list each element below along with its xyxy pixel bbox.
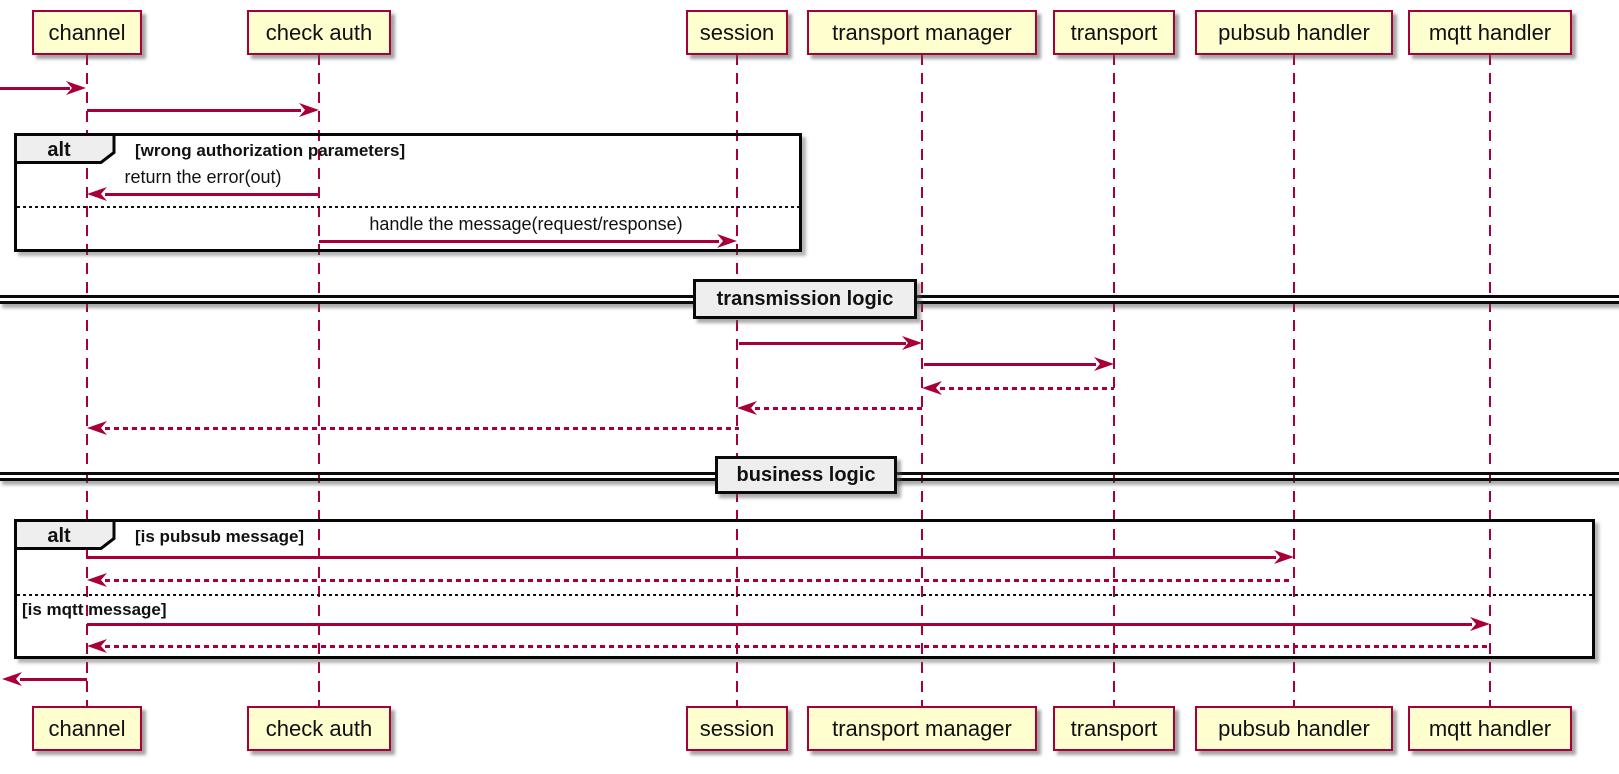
divider-label-transmission-logic: transmission logic	[693, 279, 917, 319]
message-line-external-to-channel	[0, 87, 70, 90]
participant-bottom-transport: transport	[1053, 706, 1175, 751]
participant-bottom-pubsub-handler: pubsub handler	[1195, 706, 1393, 751]
lifeline-transport	[1113, 54, 1115, 706]
lifeline-mqtt-handler	[1489, 54, 1491, 706]
alt-frame-authorization: alt [wrong authorization parameters]	[14, 133, 802, 252]
participant-bottom-mqtt-handler: mqtt handler	[1408, 706, 1572, 751]
alt-operator-label: alt	[47, 139, 71, 161]
participant-top-mqtt-handler: mqtt handler	[1408, 10, 1572, 55]
message-line-channel-to-mqtt-handler	[87, 623, 1472, 626]
alt-else-separator	[17, 594, 1592, 596]
guard-wrong-authorization: [wrong authorization parameters]	[135, 141, 406, 160]
lifeline-pubsub-handler	[1293, 54, 1295, 706]
message-line-transport-manager-to-transport	[924, 363, 1096, 366]
message-line-channel-to-pubsub-handler	[87, 556, 1276, 559]
arrowhead-session-to-channel	[87, 421, 107, 435]
arrowhead-channel-to-check-auth	[299, 103, 319, 117]
divider-label-business-logic: business logic	[715, 456, 897, 494]
participant-top-session: session	[686, 10, 788, 55]
message-line-mqtt-handler-to-channel	[105, 645, 1489, 648]
message-label-handle-message: handle the message(request/response)	[369, 214, 683, 234]
lifeline-transport-manager	[921, 54, 923, 706]
lifeline-session	[736, 54, 738, 706]
message-line-channel-to-check-auth	[87, 109, 301, 112]
message-line-pubsub-handler-to-channel	[105, 579, 1293, 582]
message-line-transport-to-transport-manager	[940, 387, 1114, 390]
arrowhead-transport-manager-to-session	[737, 401, 757, 415]
guard-is-mqtt-message: [is mqtt message]	[22, 600, 167, 619]
participant-top-channel: channel	[32, 10, 142, 55]
arrowhead-transport-manager-to-transport	[1094, 357, 1114, 371]
lifeline-channel	[86, 54, 88, 706]
participant-bottom-session: session	[686, 706, 788, 751]
alt-else-separator	[17, 206, 799, 208]
arrowhead-transport-to-transport-manager	[922, 381, 942, 395]
participant-bottom-transport-manager: transport manager	[807, 706, 1037, 751]
message-line-check-auth-to-session	[319, 240, 719, 243]
alt-operator-tab	[14, 519, 116, 550]
lifeline-check-auth	[318, 54, 320, 706]
participant-top-check-auth: check auth	[247, 10, 391, 55]
participant-top-pubsub-handler: pubsub handler	[1195, 10, 1393, 55]
participant-bottom-channel: channel	[32, 706, 142, 751]
message-line-channel-to-external	[20, 678, 87, 681]
message-line-check-auth-to-channel	[105, 193, 319, 196]
alt-operator-tab	[14, 133, 116, 164]
alt-operator-label: alt	[47, 525, 71, 547]
message-line-session-to-channel	[105, 427, 739, 430]
participant-top-transport-manager: transport manager	[807, 10, 1037, 55]
message-line-transport-manager-to-session	[755, 407, 922, 410]
participant-bottom-check-auth: check auth	[247, 706, 391, 751]
message-label-return-error: return the error(out)	[124, 167, 282, 187]
participant-top-transport: transport	[1053, 10, 1175, 55]
guard-is-pubsub-message: [is pubsub message]	[135, 527, 305, 546]
message-line-session-to-transport-manager	[739, 342, 906, 345]
arrowhead-channel-to-external	[2, 672, 22, 686]
alt-frame-message-type: alt [is pubsub message] [is mqtt message…	[14, 519, 1595, 659]
